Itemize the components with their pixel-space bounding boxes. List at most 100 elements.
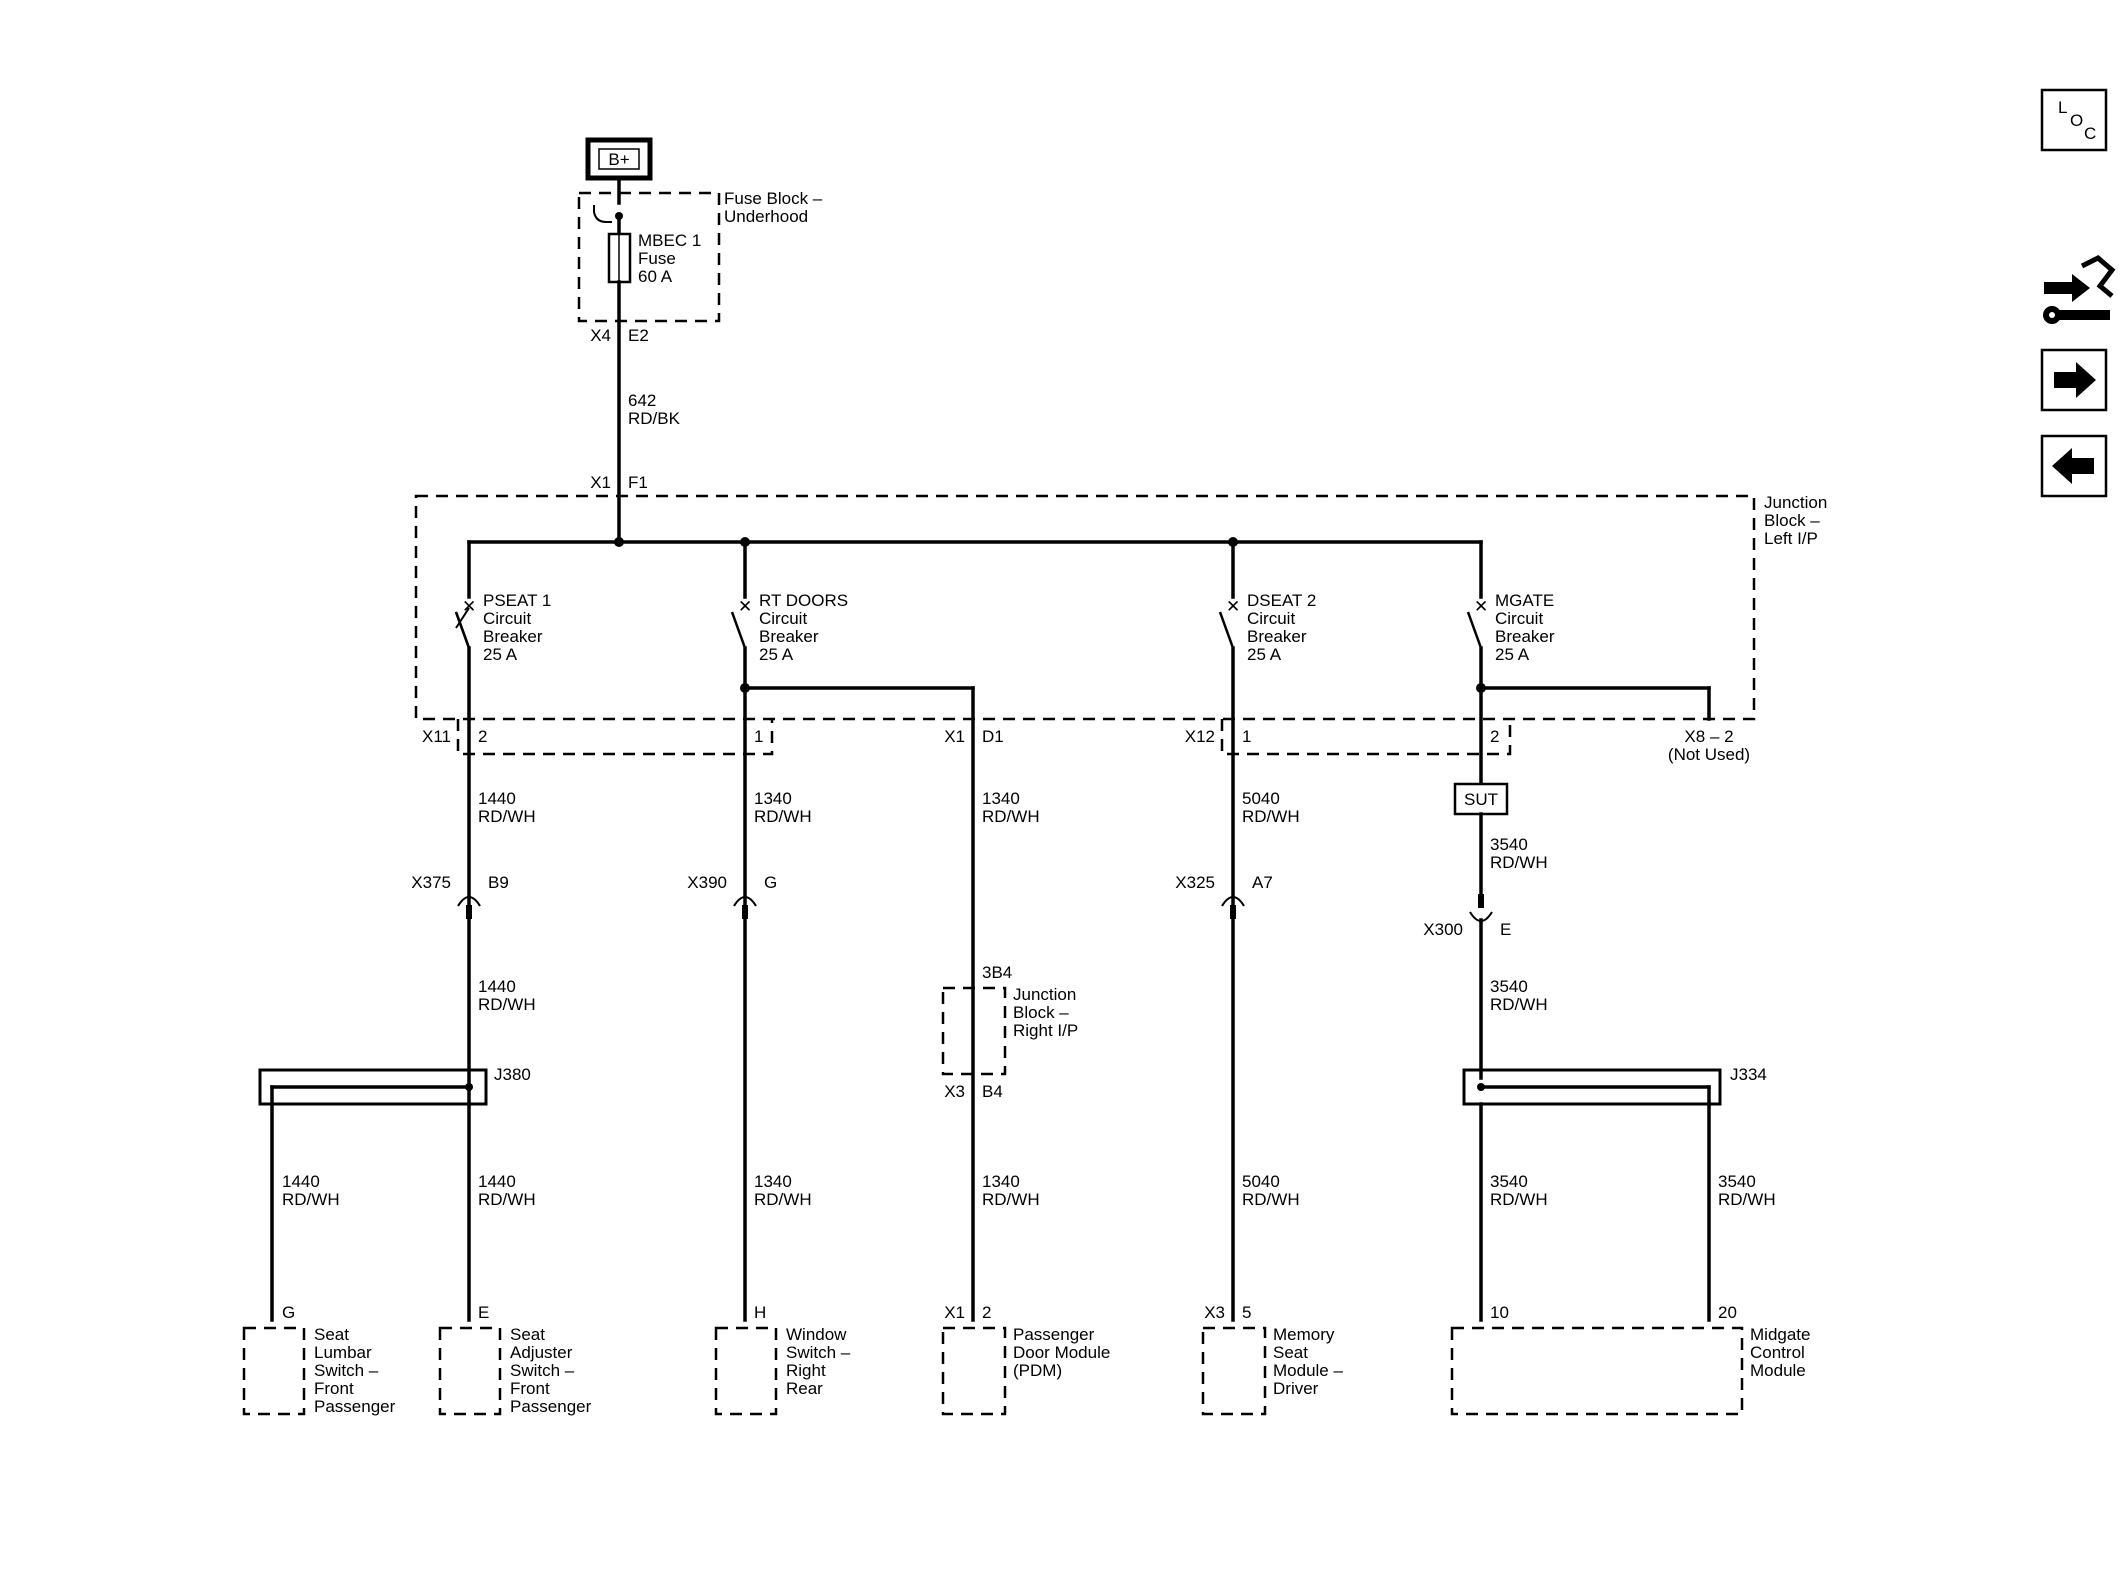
connector-x12-pin1: 1 (1242, 727, 1251, 746)
wire-642-circuit: 642 (628, 391, 656, 410)
svg-text:✕: ✕ (1474, 597, 1488, 616)
connector-x12-pin2: 2 (1490, 727, 1499, 746)
connector-x325: X325 (1175, 873, 1215, 892)
wire-1340-a-circuit: 1340 (754, 789, 792, 808)
module-midgate-name-line2: Control (1750, 1343, 1805, 1362)
wire-642-color: RD/BK (628, 409, 681, 428)
module-adjuster-name-line5: Passenger (510, 1397, 592, 1416)
breaker-pseat1-line1: PSEAT 1 (483, 591, 551, 610)
wire-1440-b-circuit: 1440 (478, 977, 516, 996)
module-window-name-line4: Rear (786, 1379, 823, 1398)
wire-1440-c-circuit: 1440 (282, 1172, 320, 1191)
module-pdm-conn: X1 (944, 1303, 965, 1322)
module-adjuster-name-line4: Front (510, 1379, 550, 1398)
wire-3540-c-color: RD/WH (1490, 1190, 1548, 1209)
connector-x11: X11 (422, 727, 451, 746)
wire-5040-b-circuit: 5040 (1242, 1172, 1280, 1191)
connector-x12-shell (1220, 719, 1512, 756)
module-memory-name-line1: Memory (1273, 1325, 1335, 1344)
breaker-pseat1-line3: Breaker (483, 627, 543, 646)
module-memory-name-line3: Module – (1273, 1361, 1343, 1380)
fuse-block-name-line2: Underhood (724, 207, 808, 226)
previous-page-button[interactable] (2040, 434, 2108, 498)
breaker-pseat1-line4: 25 A (483, 645, 518, 664)
module-lumbar-name-line4: Front (314, 1379, 354, 1398)
wire-5040-a-circuit: 5040 (1242, 789, 1280, 808)
breaker-rtdoors-line4: 25 A (759, 645, 794, 664)
locator-button[interactable]: L O C (2040, 88, 2108, 152)
breaker-dseat2-line2: Circuit (1247, 609, 1295, 628)
svg-text:✕: ✕ (738, 597, 752, 616)
breaker-mgate-line2: Circuit (1495, 609, 1543, 628)
splice-pack-j334 (1462, 1068, 1722, 1322)
wire-3540-b-color: RD/WH (1490, 995, 1548, 1014)
circuit-info-icon[interactable] (2043, 255, 2116, 324)
wire-1340-c-circuit: 1340 (754, 1172, 792, 1191)
wire-1440-d-color: RD/WH (478, 1190, 536, 1209)
module-lumbar-name-line3: Switch – (314, 1361, 379, 1380)
breaker-dseat2-line4: 25 A (1247, 645, 1282, 664)
wire-1440-d-circuit: 1440 (478, 1172, 516, 1191)
connector-x390: X390 (687, 873, 727, 892)
module-memory-seat (1201, 1326, 1267, 1416)
fuse-icon (607, 232, 632, 284)
module-pdm-name-line3: (PDM) (1013, 1361, 1062, 1380)
wire-1340-a-color: RD/WH (754, 807, 812, 826)
wire-1440-a-color: RD/WH (478, 807, 536, 826)
junction-block-right-ip (941, 986, 1007, 1076)
wire-5040-b-color: RD/WH (1242, 1190, 1300, 1209)
next-page-button[interactable] (2040, 348, 2108, 412)
splice-j334-label: J334 (1730, 1065, 1767, 1084)
wire-3540-d-color: RD/WH (1718, 1190, 1776, 1209)
connector-x390-pin: G (764, 873, 777, 892)
inline-connector-x375 (457, 896, 481, 919)
wire-1340-d-color: RD/WH (982, 1190, 1040, 1209)
connector-x375: X375 (411, 873, 451, 892)
loc-letter-l: L (2058, 98, 2067, 117)
module-memory-conn: X3 (1204, 1303, 1225, 1322)
wire-3540-a-color: RD/WH (1490, 853, 1548, 872)
fuse-label-line2: Fuse (638, 249, 676, 268)
fuse-block-name-line1: Fuse Block – (724, 189, 823, 208)
wire-1340-b-color: RD/WH (982, 807, 1040, 826)
breaker-mgate-line1: MGATE (1495, 591, 1554, 610)
breaker-rtdoors-line1: RT DOORS (759, 591, 848, 610)
connector-x4: X4 (590, 326, 611, 345)
module-pdm-name-line1: Passenger (1013, 1325, 1095, 1344)
module-midgate-pin-10: 10 (1490, 1303, 1509, 1322)
module-passenger-door (941, 1326, 1007, 1416)
junction-right-name-line3: Right I/P (1013, 1021, 1078, 1040)
fuse-block-underhood: Fuse Block – Underhood (577, 189, 823, 323)
wire-1440-c-color: RD/WH (282, 1190, 340, 1209)
circuit-breaker-rtdoors: ✕ (730, 597, 752, 649)
splice-pack-j380 (258, 1068, 488, 1322)
svg-text:✕: ✕ (462, 597, 476, 616)
module-adjuster-pin: E (478, 1303, 489, 1322)
connector-x300: X300 (1423, 920, 1463, 939)
connector-x1-in-pin: F1 (628, 473, 648, 492)
connector-x4-pin: E2 (628, 326, 649, 345)
connector-x325-pin: A7 (1252, 873, 1273, 892)
module-lumbar-name-line1: Seat (314, 1325, 349, 1344)
inline-connector-x390 (733, 896, 757, 919)
connector-x1: X1 (944, 727, 965, 746)
junction-left-name-line3: Left I/P (1764, 529, 1818, 548)
breaker-pseat1-line2: Circuit (483, 609, 531, 628)
svg-text:SUT: SUT (1464, 790, 1498, 809)
module-window-pin: H (754, 1303, 766, 1322)
module-adjuster-name-line1: Seat (510, 1325, 545, 1344)
connector-x3-jb-pin: B4 (982, 1082, 1003, 1101)
next-arrow-icon (2054, 362, 2096, 398)
connector-x11-pin2: 2 (478, 727, 487, 746)
module-memory-name-line4: Driver (1273, 1379, 1319, 1398)
module-midgate-control (1450, 1326, 1744, 1416)
splice-j380-label: J380 (494, 1065, 531, 1084)
connector-x300-pin: E (1500, 920, 1511, 939)
fuse-label-line3: 60 A (638, 267, 673, 286)
sut-box: SUT (1453, 782, 1509, 816)
breaker-rtdoors-line3: Breaker (759, 627, 819, 646)
module-adjuster-name-line3: Switch – (510, 1361, 575, 1380)
wire-3540-a-circuit: 3540 (1490, 835, 1528, 854)
connector-x11-shell (456, 719, 774, 756)
loc-letter-o: O (2070, 111, 2083, 130)
